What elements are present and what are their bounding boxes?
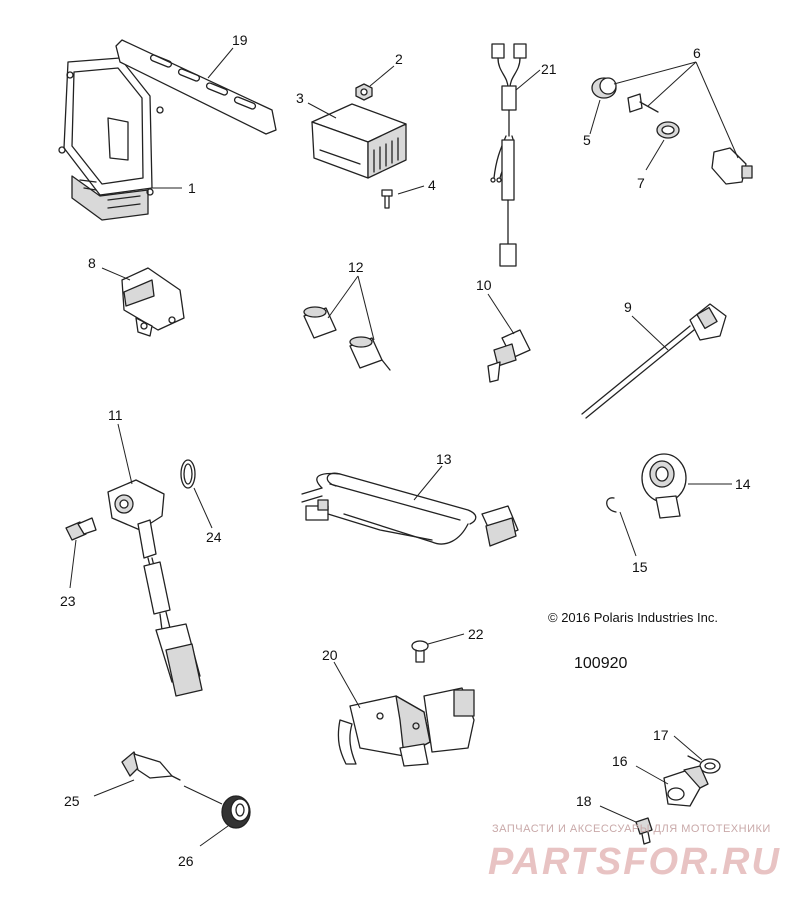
watermark-brand: PARTSFOR.RU [488, 841, 781, 883]
part-26-grommet [221, 795, 251, 829]
part-2-nut [355, 83, 373, 101]
part-15-clip [606, 497, 617, 513]
callout-25: 25 [64, 793, 80, 809]
callout-11: 11 [108, 407, 123, 423]
callout-18: 18 [576, 793, 592, 809]
part-6-sensor [627, 93, 753, 185]
part-18-bolt [635, 817, 653, 845]
part-25-sensor [121, 751, 181, 781]
callout-2: 2 [395, 51, 403, 67]
part-9-probe [581, 303, 727, 419]
part-24-oring [180, 459, 196, 489]
callout-23: 23 [60, 593, 76, 609]
callout-13: 13 [436, 451, 452, 467]
part-5-cap [591, 77, 617, 99]
part-10-temp-sensor [487, 329, 531, 383]
part-1-ecu [58, 57, 164, 221]
part-12-capacitors [303, 306, 391, 371]
callout-15: 15 [632, 559, 648, 575]
part-7-washer [656, 121, 680, 139]
callout-9: 9 [624, 299, 632, 315]
callout-16: 16 [612, 753, 628, 769]
part-16-elbow [663, 765, 709, 807]
part-13-harness [301, 472, 519, 547]
callout-20: 20 [322, 647, 338, 663]
callout-8: 8 [88, 255, 96, 271]
part-8-map-sensor [121, 267, 185, 337]
part-14-knock-sensor [641, 453, 687, 519]
part-19-bracket [115, 39, 277, 135]
callout-12: 12 [348, 259, 364, 275]
callout-5: 5 [583, 132, 591, 148]
callout-21: 21 [541, 61, 557, 77]
part-23-bolt [65, 517, 97, 541]
diagram-ref-number: 100920 [574, 655, 627, 672]
callout-4: 4 [428, 177, 436, 193]
callout-14: 14 [735, 476, 751, 492]
part-20-valve [337, 687, 475, 767]
copyright-text: © 2016 Polaris Industries Inc. [548, 610, 718, 625]
part-4-screw [381, 189, 393, 209]
callout-6: 6 [693, 45, 701, 61]
callout-1: 1 [188, 180, 196, 196]
callout-7: 7 [637, 175, 645, 191]
callout-19: 19 [232, 32, 248, 48]
callout-3: 3 [296, 90, 304, 106]
callout-24: 24 [206, 529, 222, 545]
callout-22: 22 [468, 626, 484, 642]
part-22-screw [411, 640, 429, 663]
callout-10: 10 [476, 277, 492, 293]
callout-17: 17 [653, 727, 669, 743]
watermark-tagline: ЗАПЧАСТИ И АКСЕССУАРЫ ДЛЯ МОТОТЕХНИКИ [492, 823, 771, 835]
part-21-harness [490, 43, 527, 267]
part-11-sensor [107, 479, 203, 697]
callout-26: 26 [178, 853, 194, 869]
part-3-module [311, 103, 407, 179]
